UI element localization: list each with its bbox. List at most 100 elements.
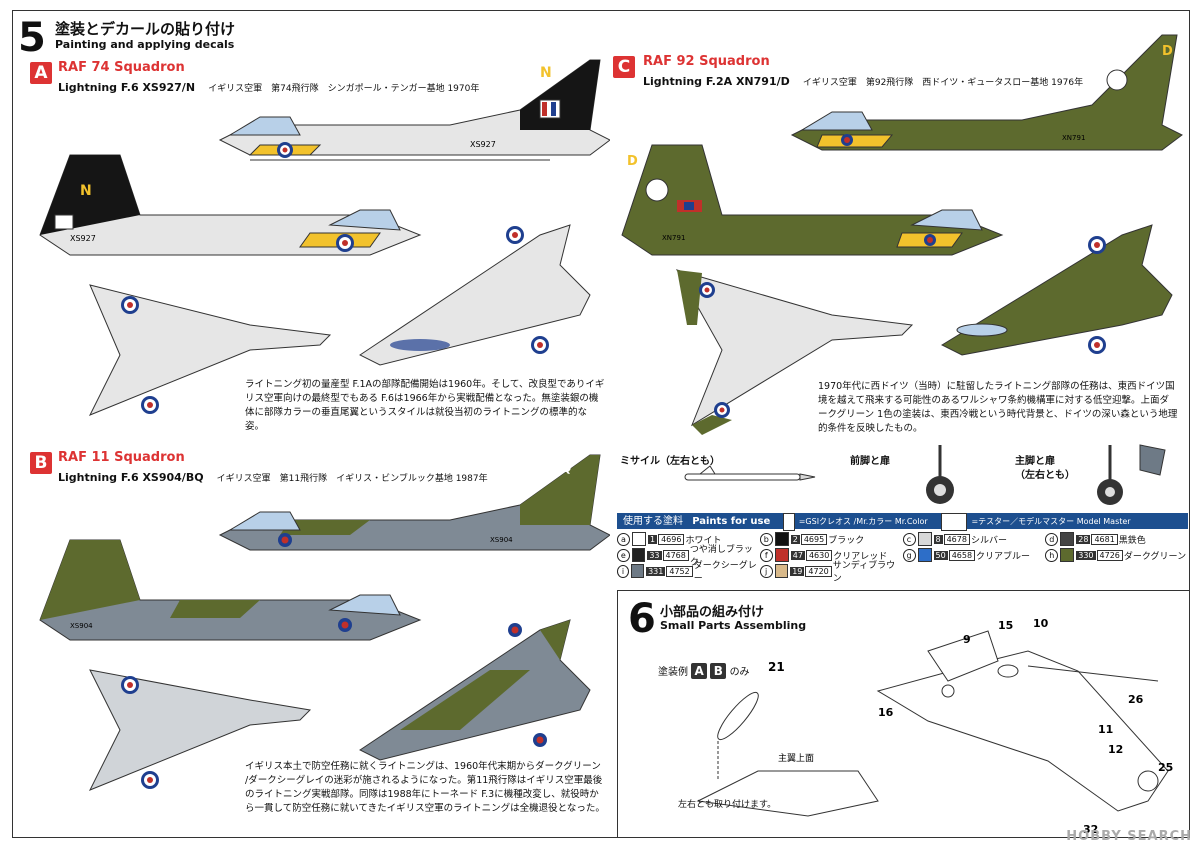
- scheme-c-tail-letter-right: D: [1162, 44, 1173, 59]
- paint-name: サンディブラウン: [832, 561, 896, 584]
- paints-header-en: Paints for use: [692, 516, 771, 527]
- scheme-b-letter: B: [30, 452, 52, 474]
- paint-name: ダークシーグレー: [693, 561, 757, 584]
- paint-swatch: [774, 548, 789, 562]
- paint-swatch: [631, 564, 645, 578]
- part-15-label: 15: [998, 619, 1013, 632]
- paint-gsi: 19: [790, 566, 805, 576]
- paint-tm: 4768: [662, 549, 689, 561]
- scheme-c-drawings: D XN791 D XN791: [621, 34, 1183, 435]
- step6-title-en: Small Parts Assembling: [660, 619, 807, 632]
- paint-tm: 4630: [805, 549, 833, 561]
- paint-key: b: [759, 532, 773, 546]
- paint-key: e: [617, 548, 630, 562]
- paint-swatch: [774, 564, 789, 578]
- scheme-b-serial-left: XS904: [70, 622, 93, 630]
- part-10-label: 10: [1033, 617, 1049, 630]
- paint-name: クリアレッド: [833, 551, 888, 562]
- missile-drawing: [684, 465, 816, 481]
- paints-header-jp: 使用する塗料: [623, 516, 683, 527]
- paints-table: 使用する塗料 Paints for use 1 =GSIクレオス /Mr.カラー…: [617, 513, 1188, 585]
- paint-key: f: [759, 548, 773, 562]
- step5-number: 5: [18, 15, 46, 61]
- paint-gsi: 50: [933, 550, 948, 560]
- paint-gsi: 33: [647, 550, 662, 560]
- scheme-b-tail-letter-left: BQ: [42, 549, 61, 563]
- attach-note: 左右とも取り付けます。: [678, 800, 777, 810]
- scheme-b-profile-left: BQ XS904: [39, 539, 422, 641]
- paint-key: i: [617, 564, 630, 578]
- main-gear-label: 主脚と扉: [1015, 456, 1055, 467]
- scheme-b-topview: [359, 619, 591, 761]
- step5-title-jp: 塗装とデカールの貼り付け: [55, 20, 236, 38]
- paint-gsi: 28: [1076, 534, 1091, 544]
- paint-name: シルバー: [970, 535, 1007, 546]
- scheme-b-drawings: BQ XS904 BQ XS904: [39, 454, 610, 791]
- scheme-c-squadron: RAF 92 Squadron: [643, 54, 770, 69]
- step6-scheme-a: A: [691, 663, 708, 679]
- scheme-a-letter: A: [30, 62, 52, 84]
- paint-key: a: [617, 532, 630, 546]
- legend-gsi-num: 1: [783, 513, 795, 531]
- paint-gsi: 1: [648, 534, 658, 544]
- scheme-a-model: Lightning F.6 XS927/N: [58, 81, 196, 94]
- scheme-c-serial-left: XN791: [662, 234, 685, 242]
- paint-key: h: [1045, 548, 1059, 562]
- paint-name: ダークグリーン: [1123, 551, 1187, 562]
- scheme-c-letter: C: [613, 56, 635, 78]
- paint-tm: 4681: [1091, 533, 1118, 545]
- paint-tm: 4720: [805, 565, 832, 577]
- scheme-a-tail-letter-left: N: [80, 183, 92, 199]
- scheme-a-profile-left: N XS927: [39, 154, 422, 256]
- wing-top-label: 主翼上面: [778, 752, 814, 764]
- step6-number: 6: [628, 596, 656, 642]
- scheme-b-tail-letter-right: BQ: [552, 461, 571, 475]
- paint-name: 黒鉄色: [1118, 535, 1146, 546]
- nose-gear-label: 前脚と扉: [850, 456, 890, 467]
- paint-key: j: [759, 564, 773, 578]
- main-gear-drawing: [1097, 444, 1166, 505]
- scheme-a-underside: [88, 284, 332, 416]
- scheme-a-tail-letter-right: N: [540, 65, 552, 81]
- watermark: HOBBY SEARCH: [1066, 829, 1192, 844]
- scheme-a-serial-left: XS927: [70, 234, 96, 243]
- part-26-label: 26: [1128, 693, 1144, 706]
- part-9-label: 9: [963, 633, 971, 646]
- scheme-b-profile-right: BQ XS904: [218, 454, 610, 551]
- scheme-a-desc: イギリス空軍 第74飛行隊 シンガポール・テンガー基地 1970年: [208, 84, 480, 94]
- part-11-label: 11: [1098, 723, 1113, 736]
- part-21-label: 21: [768, 661, 785, 674]
- scheme-c-tail-letter-left: D: [627, 154, 638, 169]
- step5-title-en: Painting and applying decals: [55, 38, 235, 51]
- paint-swatch: [774, 532, 789, 546]
- scheme-b-serial-right: XS904: [490, 536, 513, 544]
- legend-tm-num: 4696: [940, 513, 968, 531]
- missile-label: ミサイル（左右とも）: [620, 456, 720, 467]
- paint-name: ブラック: [828, 535, 865, 546]
- paint-tm: 4678: [943, 533, 970, 545]
- paint-tm: 4658: [948, 549, 976, 561]
- step6-wing-drawing: 21 主翼上面: [696, 661, 879, 817]
- paint-tm: 4695: [800, 533, 828, 545]
- paint-swatch: [917, 548, 932, 562]
- scheme-b-underside: [88, 669, 312, 791]
- part-32-label: 32: [1083, 823, 1098, 836]
- scheme-c-topview: [940, 224, 1173, 356]
- scheme-b-desc: イギリス空軍 第11飛行隊 イギリス・ビンブルック基地 1987年: [216, 474, 488, 484]
- part-12-label: 12: [1108, 743, 1123, 756]
- step6-scheme-b: B: [710, 663, 727, 679]
- part-25-label: 25: [1158, 761, 1173, 774]
- paint-swatch: [1060, 548, 1075, 562]
- scheme-c-desc: イギリス空軍 第92飛行隊 西ドイツ・ギュータスロー基地 1976年: [802, 78, 1084, 88]
- scheme-b-squadron: RAF 11 Squadron: [58, 450, 185, 465]
- legend-gsi: =GSIクレオス /Mr.カラー Mr.Color: [798, 517, 928, 526]
- scheme-a-squadron: RAF 74 Squadron: [58, 60, 185, 75]
